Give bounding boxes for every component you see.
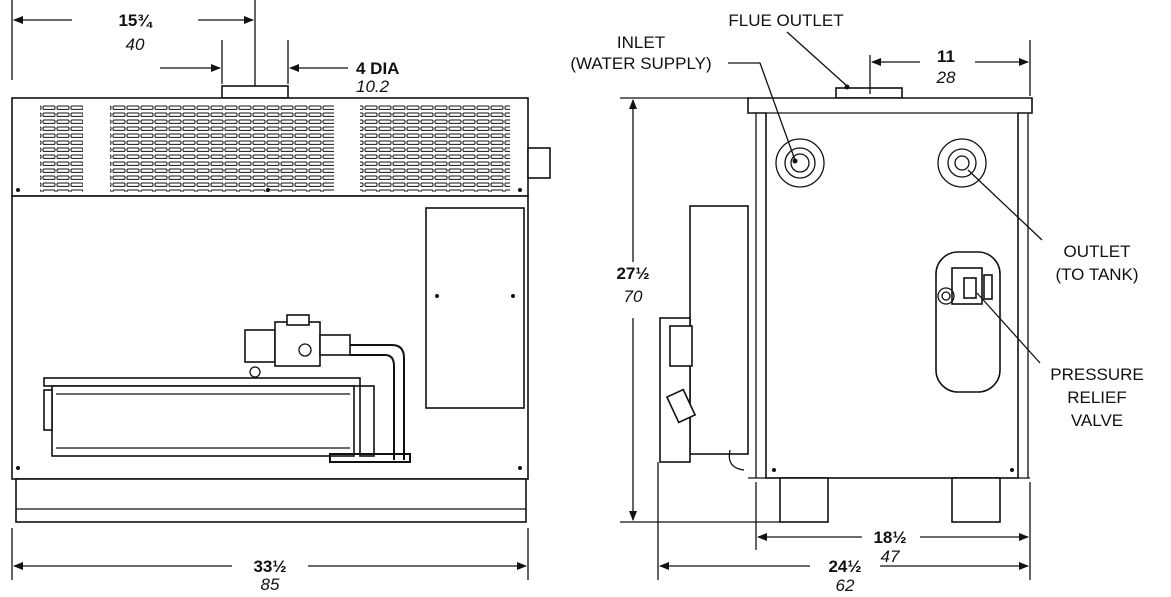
side-dimensions bbox=[620, 31, 1043, 580]
body-depth-dim-cm: 47 bbox=[881, 547, 900, 566]
gas-valve-assembly bbox=[244, 314, 405, 460]
burner-tray bbox=[43, 377, 411, 463]
flue-offset-dim-inches: 11 bbox=[937, 47, 955, 66]
total-depth-dim-inches: 24½ bbox=[828, 557, 861, 576]
front-cover-profile bbox=[689, 205, 749, 455]
side-view bbox=[659, 87, 1033, 523]
louver-grid-left bbox=[40, 104, 83, 192]
outlet-label-line2: (TO TANK) bbox=[1055, 265, 1138, 284]
flue-offset-dim-cm: 28 bbox=[936, 68, 956, 87]
inlet-label-line2: (WATER SUPPLY) bbox=[570, 54, 711, 73]
relief-valve-label-line1: PRESSURE bbox=[1050, 365, 1144, 384]
overall-width-dim-inches: 33½ bbox=[253, 557, 286, 576]
overall-height-dim-inches: 27½ bbox=[616, 264, 649, 283]
inlet-label-line1: INLET bbox=[617, 33, 665, 52]
side-flue-collar bbox=[835, 87, 903, 99]
pressure-relief-valve bbox=[935, 251, 1001, 393]
overall-width-dim-cm: 85 bbox=[261, 575, 280, 594]
flue-collar bbox=[221, 85, 289, 99]
louver-grid-center bbox=[110, 104, 334, 192]
outlet-label-line1: OUTLET bbox=[1063, 242, 1130, 261]
flue-outlet-label: FLUE OUTLET bbox=[728, 11, 843, 30]
flue-center-dim-cm: 40 bbox=[126, 35, 145, 54]
flue-center-dim-inches: 15¾ bbox=[118, 11, 153, 30]
access-panel bbox=[425, 207, 525, 409]
overall-height-dim-cm: 70 bbox=[624, 287, 643, 306]
front-dimensions bbox=[11, 0, 529, 580]
leg-left bbox=[779, 477, 829, 523]
inlet-fitting bbox=[775, 138, 825, 188]
flue-diameter-dim-inches: 4 DIA bbox=[356, 59, 399, 78]
total-depth-dim-cm: 62 bbox=[836, 576, 855, 595]
front-view bbox=[11, 85, 551, 523]
relief-valve-label-line2: RELIEF bbox=[1067, 388, 1127, 407]
side-connection-stub bbox=[527, 147, 551, 179]
base-plinth bbox=[15, 478, 527, 523]
body-depth-dim-inches: 18½ bbox=[873, 528, 906, 547]
outlet-fitting bbox=[937, 138, 987, 188]
leg-right bbox=[951, 477, 1001, 523]
relief-valve-label-line3: VALVE bbox=[1071, 411, 1123, 430]
flue-diameter-dim-cm: 10.2 bbox=[356, 77, 390, 96]
louver-grid-right bbox=[360, 104, 510, 192]
